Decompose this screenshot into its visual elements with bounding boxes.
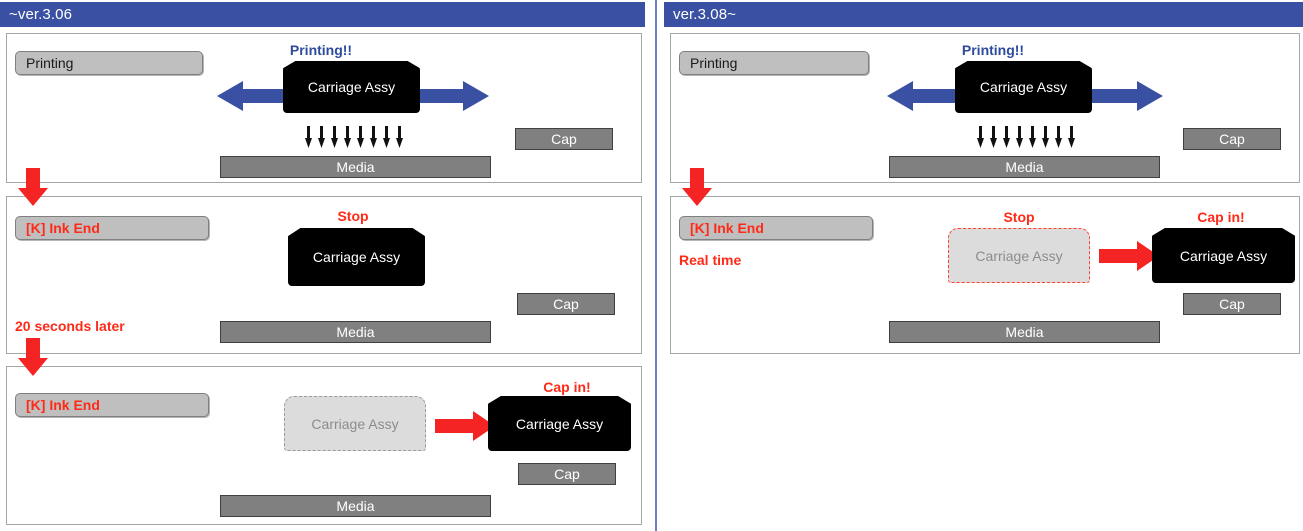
media-bar-left-3: Media xyxy=(220,495,491,517)
stage-panel-cap-in-left: [K] Ink End Cap in! Carriage Assy Carria… xyxy=(6,366,642,525)
carriage-move-arrow-left xyxy=(435,411,495,441)
media-label: Media xyxy=(336,159,375,175)
status-pill-printing-left: Printing xyxy=(15,51,203,75)
carriage-assy-left-3: Carriage Assy xyxy=(488,396,631,451)
caption-cap-in-left: Cap in! xyxy=(543,379,591,395)
version-header-right: ver.3.08~ xyxy=(664,2,1303,27)
media-label: Media xyxy=(1005,324,1044,340)
carriage-label: Carriage Assy xyxy=(979,79,1068,95)
carriage-label: Carriage Assy xyxy=(307,79,396,95)
cap-label: Cap xyxy=(554,466,580,482)
carriage-assy-left-2: Carriage Assy xyxy=(288,228,425,286)
carriage-assy-ghost-left: Carriage Assy xyxy=(284,396,426,451)
carriage-label: Carriage Assy xyxy=(312,249,401,265)
carriage-move-arrow-right xyxy=(1099,241,1159,271)
caption-stop-left: Stop xyxy=(337,208,369,224)
stage-panel-printing-right: Printing Printing!! Carriage Assy Cap xyxy=(670,33,1300,183)
cap-bar-left-3: Cap xyxy=(518,463,616,485)
media-label: Media xyxy=(336,324,375,340)
flow-arrow-down-right-1 xyxy=(682,168,712,206)
media-bar-right-2: Media xyxy=(889,321,1160,343)
carriage-assy-ghost-right: Carriage Assy xyxy=(948,228,1090,283)
caption-cap-in-right: Cap in! xyxy=(1197,209,1245,225)
caption-printing-left: Printing!! xyxy=(289,42,353,58)
cap-bar-left-1: Cap xyxy=(515,128,613,150)
cap-bar-right-1: Cap xyxy=(1183,128,1281,150)
cap-bar-right-2: Cap xyxy=(1183,293,1281,315)
media-bar-right-1: Media xyxy=(889,156,1160,178)
ink-drop-arrows-left-1 xyxy=(305,126,403,148)
column-version-3-08: ver.3.08~ Printing Printing!! Carriage A… xyxy=(664,0,1303,531)
media-bar-left-2: Media xyxy=(220,321,491,343)
carriage-assy-right-1: Carriage Assy xyxy=(955,61,1092,113)
flow-arrow-down-left-2 xyxy=(18,338,48,376)
carriage-assy-left-1: Carriage Assy xyxy=(283,61,420,113)
flow-arrow-down-left-1 xyxy=(18,168,48,206)
carriage-label: Carriage Assy xyxy=(1179,247,1268,264)
caption-stop-right: Stop xyxy=(1003,209,1035,225)
media-label: Media xyxy=(1005,159,1044,175)
carriage-ghost-label: Carriage Assy xyxy=(975,247,1063,264)
status-pill-ink-end-left-3: [K] Ink End xyxy=(15,393,209,417)
cap-label: Cap xyxy=(1219,296,1245,312)
version-header-left: ~ver.3.06 xyxy=(0,2,645,27)
status-pill-ink-end-left-2: [K] Ink End xyxy=(15,216,209,240)
column-version-3-06: ~ver.3.06 Printing Printing!! Carriage A… xyxy=(0,0,645,531)
cap-label: Cap xyxy=(551,131,577,147)
ink-drop-arrows-right-1 xyxy=(977,126,1075,148)
carriage-ghost-label: Carriage Assy xyxy=(311,415,399,432)
status-pill-printing-right: Printing xyxy=(679,51,869,75)
note-20-seconds-later: 20 seconds later xyxy=(15,318,125,334)
caption-printing-right: Printing!! xyxy=(961,42,1025,58)
cap-label: Cap xyxy=(1219,131,1245,147)
stage-panel-realtime-cap-in-right: [K] Ink End Real time Stop Cap in! Carri… xyxy=(670,196,1300,354)
status-pill-ink-end-right-2: [K] Ink End xyxy=(679,216,873,240)
column-divider xyxy=(655,0,657,531)
media-label: Media xyxy=(336,498,375,514)
stage-panel-stop-left: [K] Ink End Stop Carriage Assy Cap 20 se… xyxy=(6,196,642,354)
media-bar-left-1: Media xyxy=(220,156,491,178)
cap-label: Cap xyxy=(553,296,579,312)
carriage-assy-right-2: Carriage Assy xyxy=(1152,228,1295,283)
carriage-label: Carriage Assy xyxy=(515,415,604,432)
note-real-time: Real time xyxy=(679,252,742,268)
stage-panel-printing-left: Printing Printing!! Carriage Assy Cap xyxy=(6,33,642,183)
cap-bar-left-2: Cap xyxy=(517,293,615,315)
